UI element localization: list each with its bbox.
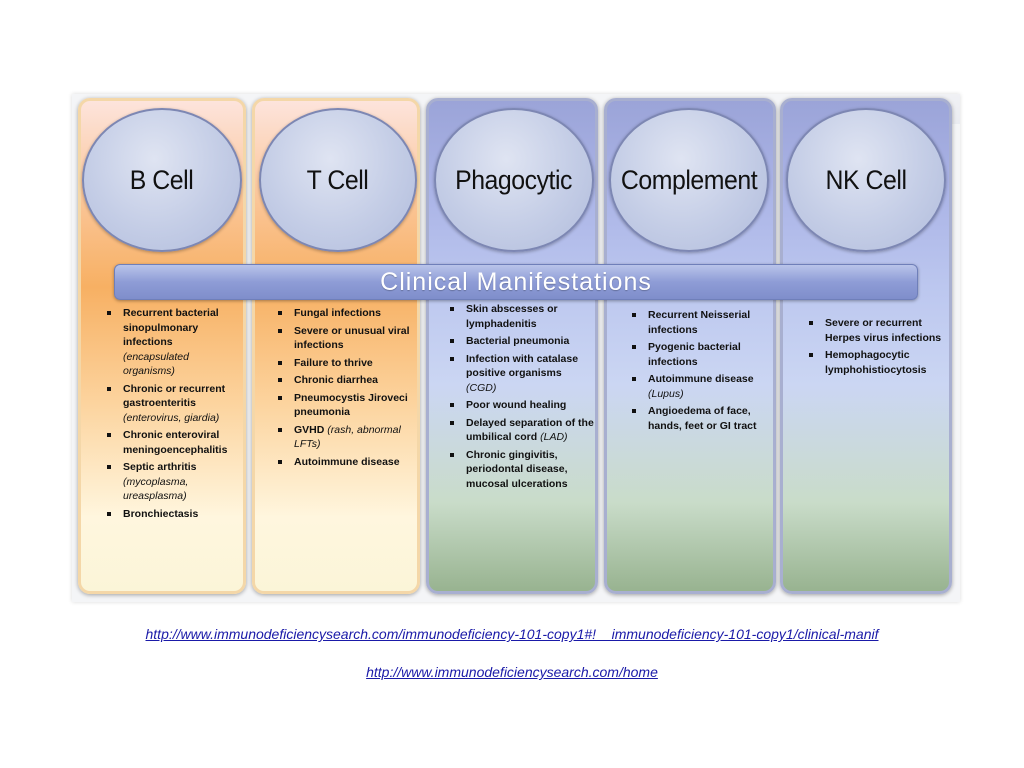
list-item-text: Recurrent bacterial sinopulmonary infect… [123,307,219,348]
source-links: http://www.immunodeficiencysearch.com/im… [0,626,1024,680]
list-item-note: (Lupus) [648,387,684,400]
list-item: Pyogenic bacterial infections [631,340,769,369]
clinical-manifestations-banner: Clinical Manifestations [114,264,918,300]
list-item: Pneumocystis Jiroveci pneumonia [277,391,411,420]
list-item: Chronic diarrhea [277,373,411,388]
heading-b-cell-label: B Cell [130,164,194,195]
list-item: GVHD (rash, abnormal LFTs) [277,423,411,452]
list-item-note: (enterovirus, giardia) [123,411,220,424]
source-link-clinical-manif[interactable]: http://www.immunodeficiencysearch.com/im… [145,626,879,642]
list-item-text: Failure to thrive [294,356,373,369]
heading-nk-cell-label: NK Cell [825,164,907,195]
list-item: Chronic enteroviral meningoencephalitis [106,428,240,457]
heading-phagocytic-label: Phagocytic [455,164,573,195]
list-item-text: Chronic diarrhea [294,374,379,386]
list-item-text: Pyogenic bacterial infections [648,341,741,368]
b-cell-list: Recurrent bacterial sinopulmonary infect… [106,306,240,524]
list-item-note: (CGD) [466,381,497,394]
list-item: Bronchiectasis [106,507,240,522]
list-item: Recurrent bacterial sinopulmonary infect… [106,306,240,379]
list-item-text: Severe or unusual viral infections [294,324,410,352]
list-item-text: Bacterial pneumonia [466,335,570,347]
list-item: Septic arthritis (mycoplasma, ureasplasma… [106,460,240,504]
list-item: Severe or recurrent Herpes virus infecti… [808,316,946,345]
list-item: Skin abscesses or lymphadenitis [449,302,597,331]
list-item-text: Recurrent Neisserial infections [648,309,751,336]
list-item-text: Delayed separation of the umbilical cord [466,416,594,444]
nk-cell-list: Severe or recurrent Herpes virus infecti… [808,316,946,380]
list-item: Hemophagocytic lymphohistiocytosis [808,348,946,377]
heading-complement: Complement [609,108,769,252]
heading-phagocytic: Phagocytic [434,108,594,252]
heading-complement-label: Complement [620,164,758,195]
list-item: Autoimmune disease (Lupus) [631,372,769,401]
list-item: Severe or unusual viral infections [277,324,411,353]
list-item-text: Bronchiectasis [123,507,199,520]
list-item-text: Autoimmune disease [648,373,754,385]
list-item: Delayed separation of the umbilical cord… [449,416,597,445]
list-item: Chronic gingivitis, periodontal disease,… [449,448,597,492]
list-item: Bacterial pneumonia [449,334,597,349]
list-item-note: (rash, abnormal LFTs) [294,423,401,451]
list-item: Fungal infections [277,306,411,321]
list-item-note: (encapsulated organisms) [123,350,189,378]
list-item: Chronic or recurrent gastroenteritis(ent… [106,382,240,426]
list-item: Angioedema of face, hands, feet or GI tr… [631,404,769,433]
heading-b-cell: B Cell [82,108,242,252]
list-item-text: Fungal infections [294,307,381,319]
list-item-text: Pneumocystis Jiroveci pneumonia [294,391,408,419]
list-item-note: (LAD) [540,431,568,443]
heading-t-cell: T Cell [259,108,417,252]
heading-nk-cell: NK Cell [786,108,946,252]
heading-t-cell-label: T Cell [307,164,369,195]
list-item: Infection with catalase positive organis… [449,352,597,396]
list-item: Failure to thrive [277,356,411,371]
list-item-text: Chronic enteroviral meningoencephalitis [123,429,228,456]
list-item-text: Angioedema of face, hands, feet or GI tr… [648,405,757,432]
list-item-text: Severe or recurrent Herpes virus infecti… [825,317,942,344]
list-item: Poor wound healing [449,398,597,413]
list-item: Recurrent Neisserial infections [631,308,769,337]
list-item: Autoimmune disease [277,455,411,470]
list-item-text: Chronic or recurrent gastroenteritis [123,382,226,410]
list-item-text: Septic arthritis [123,461,197,473]
list-item-note: (mycoplasma, ureasplasma) [123,475,189,503]
source-link-home[interactable]: http://www.immunodeficiencysearch.com/ho… [366,664,658,680]
list-item-text: Autoimmune disease [294,455,400,468]
list-item-text: GVHD [294,423,325,436]
list-item-text: Poor wound healing [466,399,567,411]
list-item-text: Infection with catalase positive organis… [466,352,579,380]
list-item-text: Skin abscesses or lymphadenitis [466,303,558,330]
list-item-text: Hemophagocytic lymphohistiocytosis [825,349,927,376]
list-item-text: Chronic gingivitis, periodontal disease,… [466,448,568,490]
